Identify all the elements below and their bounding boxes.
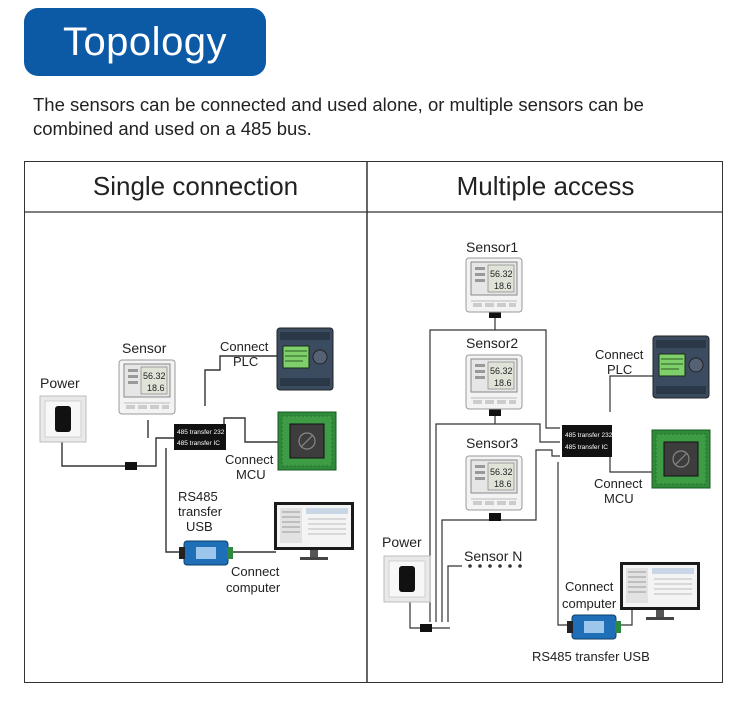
multi-sensor3-plug (489, 513, 501, 521)
single-plc-label-2: PLC (233, 354, 258, 369)
single-usb-label-3: USB (186, 519, 213, 534)
multi-power-plug (420, 624, 432, 632)
multi-plc-label-1: Connect (595, 347, 644, 362)
single-plc-label-1: Connect (220, 339, 269, 354)
multiple-access-heading: Multiple access (456, 171, 635, 201)
multi-sensor1-device: 56.32 18.6 (465, 257, 523, 313)
multi-sensor2-label: Sensor2 (466, 335, 518, 351)
single-cable-plug (125, 462, 137, 470)
multi-computer-label-1: Connect (565, 579, 614, 594)
single-computer-label-1: Connect (231, 564, 280, 579)
single-ic-line2: 485 transfer IC (177, 440, 220, 447)
single-ic-box: 485 transfer 232 485 transfer IC (174, 424, 226, 450)
single-wires (61, 355, 285, 553)
multi-ic-line2: 485 transfer IC (565, 444, 608, 451)
multi-mcu-label-2: MCU (604, 491, 634, 506)
multi-sensorN-label: Sensor N (464, 548, 522, 564)
single-computer-device (273, 501, 355, 561)
multi-sensor1-label: Sensor1 (466, 239, 518, 255)
single-connection-heading: Single connection (92, 171, 299, 201)
single-sensor-reading-bottom: 18.6 (147, 383, 165, 393)
single-mcu-device (277, 411, 337, 471)
multi-sensor2-reading-bottom: 18.6 (494, 378, 512, 388)
multi-sensor1-reading-bottom: 18.6 (494, 281, 512, 291)
multi-computer-label-2: computer (562, 596, 617, 611)
multi-usb-device (566, 614, 622, 640)
single-ic-line1: 485 transfer 232 (177, 429, 225, 436)
diagram-frame (24, 161, 723, 683)
single-plc-device (276, 327, 334, 391)
multi-sensor2-plug (489, 408, 501, 416)
multi-sensor2-reading-top: 56.32 (490, 366, 513, 376)
multi-ic-box: 485 transfer 232 485 transfer IC (562, 425, 613, 457)
multi-bus-dots (468, 564, 522, 568)
multi-usb-label: RS485 transfer USB (532, 649, 650, 664)
page-title: Topology (24, 8, 266, 76)
single-mcu-label-1: Connect (225, 452, 274, 467)
single-power-label: Power (40, 375, 80, 391)
single-usb-label-2: transfer (178, 504, 223, 519)
multi-sensor1-plug (489, 310, 501, 318)
multi-mcu-device (651, 429, 711, 489)
single-usb-device (178, 540, 234, 566)
multi-sensor3-reading-bottom: 18.6 (494, 479, 512, 489)
single-mcu-label-2: MCU (236, 467, 266, 482)
multi-plc-device (652, 335, 710, 399)
multi-sensor3-label: Sensor3 (466, 435, 518, 451)
multi-mcu-label-1: Connect (594, 476, 643, 491)
single-sensor-device: 56.32 18.6 (118, 359, 176, 415)
description-text: The sensors can be connected and used al… (33, 94, 644, 139)
multi-socket (383, 555, 431, 603)
multi-sensor3-device: 56.32 18.6 (465, 455, 523, 511)
multi-sensor2-device: 56.32 18.6 (465, 354, 523, 410)
multi-sensor1-reading-top: 56.32 (490, 269, 513, 279)
multi-sensor3-reading-top: 56.32 (490, 467, 513, 477)
single-socket (39, 395, 87, 443)
single-usb-label-1: RS485 (178, 489, 218, 504)
single-sensor-label: Sensor (122, 340, 167, 356)
single-sensor-reading-top: 56.32 (143, 371, 166, 381)
single-computer-label-2: computer (226, 580, 281, 595)
multi-ic-line1: 485 transfer 232 (565, 432, 613, 439)
multi-power-label: Power (382, 534, 422, 550)
multi-plc-label-2: PLC (607, 362, 632, 377)
